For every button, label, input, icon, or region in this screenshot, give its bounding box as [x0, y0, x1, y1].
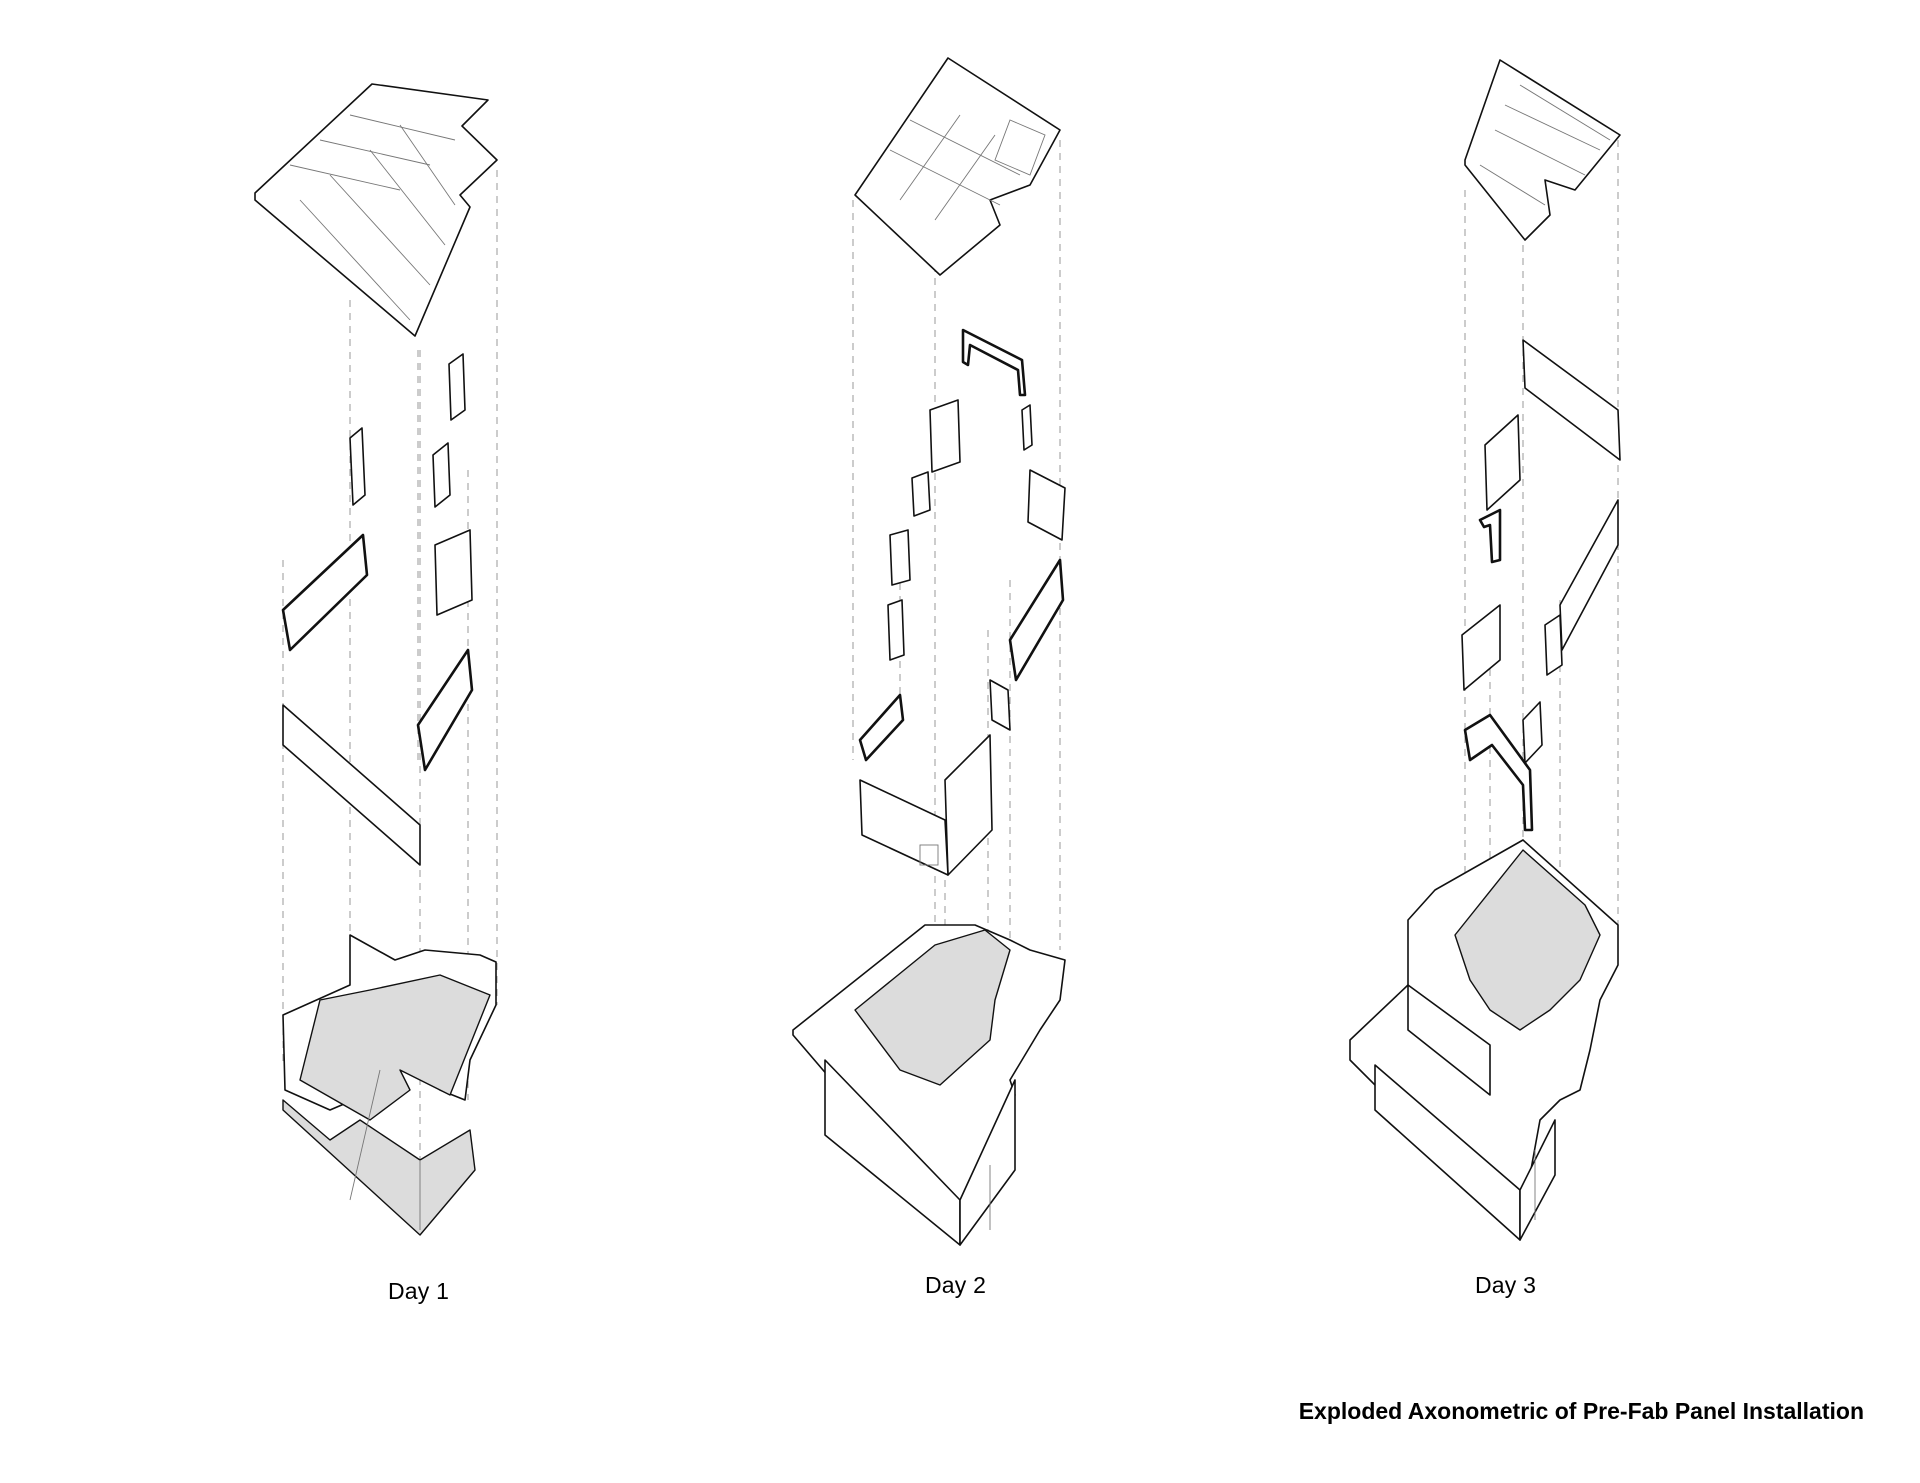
day-3-assembly: [1349, 59, 1621, 1241]
day-1-guide-lines: [282, 170, 498, 1230]
day-2-label: Day 2: [925, 1272, 987, 1298]
day-2-roof-panel: [854, 57, 1061, 276]
day-3-lower-volume: [1349, 839, 1619, 1241]
day-1-assembly: [254, 83, 498, 1236]
figure-caption: Exploded Axonometric of Pre-Fab Panel In…: [1298, 1398, 1864, 1424]
day-2-assembly: [792, 57, 1066, 1246]
day-3-label: Day 3: [1475, 1272, 1537, 1298]
day-2-lower-volume: [792, 924, 1066, 1246]
day-3-wall-panels: [1461, 339, 1621, 832]
day-2-wall-panels: [858, 328, 1066, 876]
day-1-roof-panel: [254, 83, 498, 337]
day-1-wall-panels: [281, 353, 474, 866]
day-1-floor-plate: [282, 934, 497, 1236]
day-1-label: Day 1: [388, 1278, 450, 1304]
day-3-roof-panel: [1464, 59, 1621, 241]
